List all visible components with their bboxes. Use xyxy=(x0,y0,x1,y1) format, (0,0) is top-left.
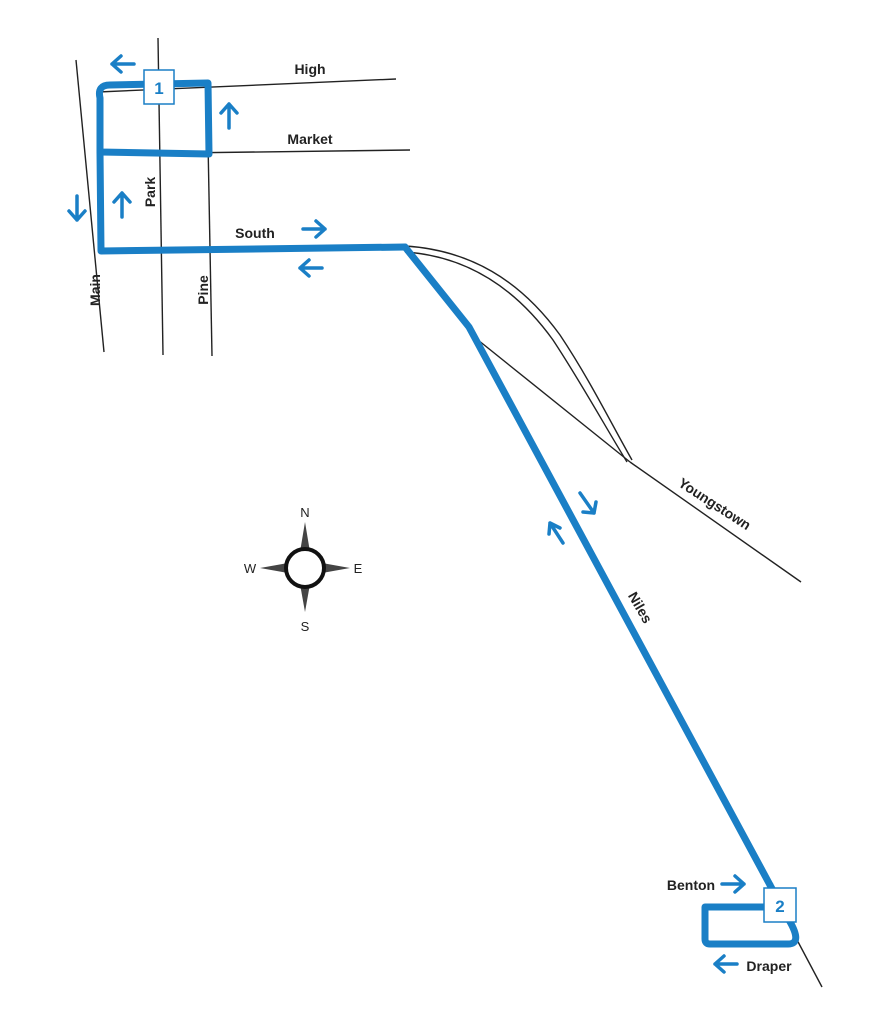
stop-2-marker[interactable]: 2 xyxy=(763,887,797,923)
arrow-southeast-niles-icon xyxy=(578,491,598,515)
street-label-high: High xyxy=(294,61,325,77)
street-label-park: Park xyxy=(142,177,158,208)
arrow-northwest-niles-icon xyxy=(547,521,565,545)
compass-east-point xyxy=(322,563,350,573)
stop-2-number: 2 xyxy=(775,897,784,916)
compass-ring xyxy=(284,547,326,589)
street-label-pine: Pine xyxy=(195,275,211,305)
compass-label-w: W xyxy=(244,561,257,576)
street-label-main: Main xyxy=(87,274,103,306)
arrow-north-park-icon xyxy=(112,191,132,219)
compass-rose: N S E W xyxy=(244,505,363,634)
arrow-west-south-icon xyxy=(298,258,324,278)
street-label-youngstown: Youngstown xyxy=(676,475,754,534)
railroad-track-outer xyxy=(404,245,633,461)
arrow-east-benton-icon xyxy=(720,874,746,894)
arrow-west-draper-icon xyxy=(713,954,739,974)
compass-label-s: S xyxy=(301,619,310,634)
compass-label-e: E xyxy=(354,561,363,576)
compass-north-point xyxy=(300,522,310,552)
arrow-north-pine-icon xyxy=(219,102,239,130)
youngstown-street-line xyxy=(472,335,631,463)
street-label-market: Market xyxy=(287,131,332,147)
street-label-south: South xyxy=(235,225,275,241)
street-lines xyxy=(75,37,823,988)
route-main-south-segment xyxy=(96,148,409,255)
route-benton-draper-loop xyxy=(701,881,800,948)
route-niles-segment xyxy=(401,243,774,889)
railroad-track-inner xyxy=(404,251,628,463)
arrow-south-main-icon xyxy=(67,194,87,222)
arrow-east-south-icon xyxy=(301,219,327,239)
compass-west-point xyxy=(260,563,288,573)
street-label-benton: Benton xyxy=(667,877,715,893)
direction-arrows xyxy=(67,54,746,974)
stop-1-marker[interactable]: 1 xyxy=(143,69,175,105)
compass-label-n: N xyxy=(300,505,309,520)
compass-south-point xyxy=(300,584,310,612)
main-street-line xyxy=(75,59,105,353)
niles-street-extension xyxy=(795,937,823,988)
stop-1-number: 1 xyxy=(154,79,163,98)
arrow-west-high-icon xyxy=(110,54,136,74)
bus-route xyxy=(96,79,800,948)
street-label-draper: Draper xyxy=(746,958,792,974)
route-downtown-loop xyxy=(96,79,213,158)
youngstown-street-line-east xyxy=(629,461,802,583)
